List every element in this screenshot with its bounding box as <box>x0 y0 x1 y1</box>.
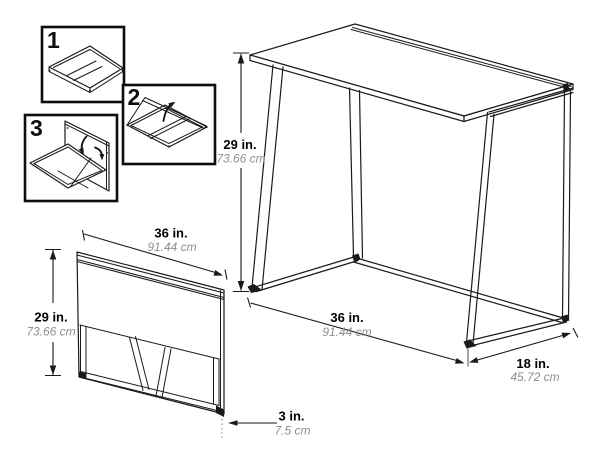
dim-folded-height: 29 in. 73.66 cm <box>26 248 76 377</box>
folded-foot-left <box>79 371 87 379</box>
dim-assembled-height: 29 in. 73.66 cm <box>216 52 266 293</box>
folded-width-imperial-label: 36 in. <box>154 226 187 241</box>
front-left-foot <box>247 284 263 293</box>
folded-frame-bottom-tube <box>80 371 220 412</box>
folded-frame-right-tube <box>213 357 220 406</box>
back-left-leg <box>348 87 364 259</box>
folded-height-metric-label: 73.66 cm <box>26 325 75 339</box>
front-right-foot <box>463 339 477 349</box>
assembled-depth-metric-label: 45.72 cm <box>510 370 559 384</box>
assembly-step-1-box: 1 <box>40 25 126 104</box>
left-bottom-rail <box>252 255 359 293</box>
folded-leg-strut-left <box>129 336 150 391</box>
folded-height-imperial-label: 29 in. <box>34 310 67 325</box>
folded-frame-top <box>79 324 220 360</box>
assembled-height-imperial-label: 29 in. <box>223 137 256 152</box>
assembly-step-2-box: 2 <box>121 83 217 166</box>
step-2-number: 2 <box>128 84 141 110</box>
folded-frame-left-tube <box>80 325 87 374</box>
dim-arrowhead <box>228 420 238 426</box>
back-right-foot <box>561 314 570 323</box>
folded-desk-drawing <box>76 251 225 438</box>
dim-arrowhead <box>469 357 479 363</box>
front-right-leg <box>465 111 495 345</box>
dim-arrowhead <box>213 270 223 276</box>
dim-arrowhead <box>237 53 245 64</box>
step-1-number: 1 <box>47 27 60 53</box>
assembled-height-metric-label: 73.66 cm <box>216 152 265 166</box>
folded-foot-right <box>216 405 224 417</box>
dim-arrowhead <box>561 332 571 339</box>
assembled-width-metric-label: 91.44 cm <box>322 325 371 339</box>
dim-arrowhead <box>237 281 245 291</box>
step-3-number: 3 <box>30 115 43 141</box>
rear-bottom-rail <box>352 257 566 324</box>
dim-assembled-depth: 18 in. 45.72 cm <box>467 327 579 384</box>
dim-arrowhead <box>455 358 465 364</box>
dim-assembled-width: 36 in. 91.44 cm <box>246 297 465 364</box>
step-1-illustration <box>48 45 124 94</box>
assembled-desk-drawing <box>247 23 574 349</box>
dim-folded-width: 36 in. 91.44 cm <box>81 226 228 280</box>
right-top-rail <box>488 87 574 118</box>
dim-arrowhead <box>49 365 57 375</box>
folded-width-metric-label: 91.44 cm <box>147 240 196 254</box>
folded-leg-strut-right <box>155 347 172 398</box>
dim-folded-thickness: 3 in. 7.5 cm <box>228 409 311 438</box>
folded-thickness-imperial-label: 3 in. <box>278 409 304 424</box>
step-3-illustration <box>29 120 110 192</box>
folded-top-band <box>76 254 225 300</box>
right-bottom-rail <box>469 317 568 347</box>
back-left-foot <box>352 253 361 262</box>
desk-top-fold-seam <box>350 27 572 89</box>
desk-top-right-edge <box>463 83 574 123</box>
assembled-width-imperial-label: 36 in. <box>330 310 363 325</box>
front-left-leg <box>251 64 284 291</box>
dim-arrowhead <box>49 250 57 260</box>
assembly-step-3-box: 3 <box>23 113 119 203</box>
folded-thickness-metric-label: 7.5 cm <box>274 424 310 438</box>
step-2-illustration <box>126 97 208 148</box>
back-right-leg <box>561 89 572 321</box>
folded-panel <box>76 251 225 415</box>
assembled-depth-imperial-label: 18 in. <box>516 356 549 371</box>
